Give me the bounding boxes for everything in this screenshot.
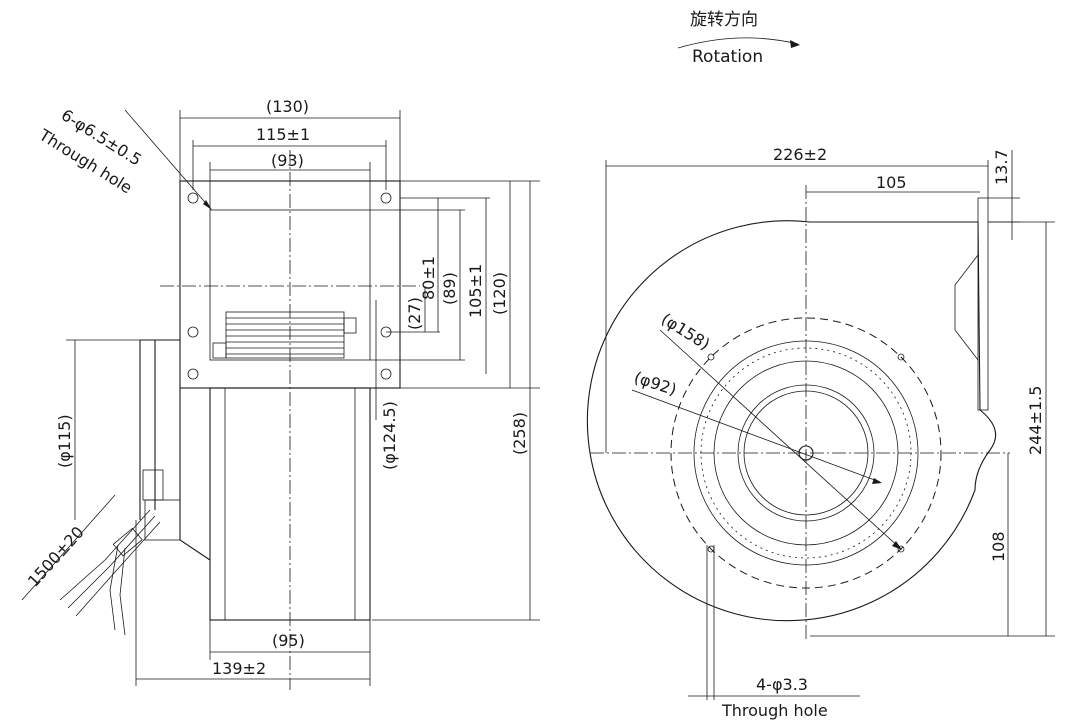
dim-27: (27) xyxy=(405,297,424,330)
dim-244: 244±1.5 xyxy=(1026,386,1045,455)
hole-icon xyxy=(897,545,905,553)
rotation-indicator: 旋转方向 Rotation xyxy=(677,10,800,67)
hole-icon xyxy=(187,326,199,338)
dim-115: 115±1 xyxy=(256,125,310,144)
dim-13: 13.7 xyxy=(992,149,1011,185)
dim-95: (95) xyxy=(272,631,305,650)
dim-226: 226±2 xyxy=(773,145,827,164)
scroll-housing xyxy=(586,220,997,622)
hole-icon xyxy=(380,368,392,380)
hole-icon xyxy=(187,192,199,204)
rotation-arrow xyxy=(677,37,799,49)
dim-139: 139±2 xyxy=(212,659,266,678)
dim-d115: (φ115) xyxy=(55,414,74,468)
hole-icon xyxy=(897,353,905,361)
mounting-holes xyxy=(187,192,392,380)
dim-d124: (φ124.5) xyxy=(380,401,399,470)
hole-icon xyxy=(380,192,392,204)
dim-108: 108 xyxy=(989,531,1008,562)
impeller-slats xyxy=(212,311,357,359)
dim-80: 80±1 xyxy=(419,256,438,300)
dim-d158: (φ158) xyxy=(658,309,714,354)
hole-icon xyxy=(187,368,199,380)
dim-holes-2: Through hole xyxy=(721,701,828,720)
front-view: (φ158) (φ92) 226±2 105 13.7 244±1.5 108 … xyxy=(586,145,1055,720)
hole-leader xyxy=(124,109,211,209)
rotation-arrow-head xyxy=(790,40,800,48)
side-view: 6-φ6.5±0.5 Through hole (130) 115±1 (93)… xyxy=(21,97,540,690)
dim-105: 105±1 xyxy=(466,264,485,318)
dim-105-front: 105 xyxy=(876,173,907,192)
outlet-flange xyxy=(977,197,989,411)
dim-120: (120) xyxy=(490,272,509,315)
hole-icon xyxy=(707,353,715,361)
dim-89: (89) xyxy=(440,272,459,305)
dim-cable: 1500±20 xyxy=(24,523,88,591)
dim-holes: 4-φ3.3 xyxy=(756,675,808,694)
dim-d92: (φ92) xyxy=(632,368,679,399)
motor-housing xyxy=(139,339,211,561)
dim-130: (130) xyxy=(266,97,309,116)
dim-258: (258) xyxy=(510,412,529,455)
cable-bundle xyxy=(59,509,161,636)
outlet-lip xyxy=(954,254,979,361)
rotation-label-zh: 旋转方向 xyxy=(690,10,758,30)
dim-93: (93) xyxy=(271,151,304,170)
rotation-label-en: Rotation xyxy=(692,47,763,67)
